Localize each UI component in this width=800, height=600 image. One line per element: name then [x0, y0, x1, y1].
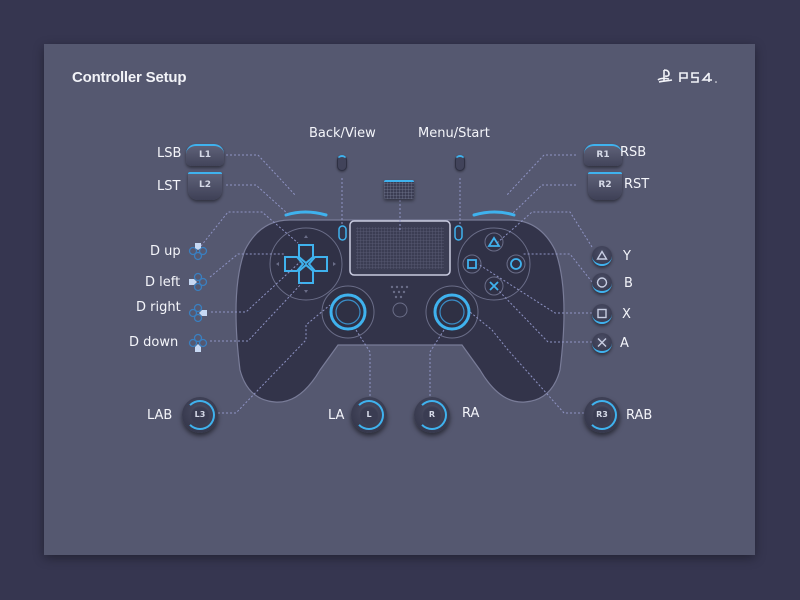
dpad-up-icon[interactable]	[187, 240, 209, 262]
a-button[interactable]	[592, 333, 612, 353]
r3-key-label: R3	[592, 405, 612, 425]
rab-label: RAB	[626, 408, 653, 423]
l-key-label: L	[359, 405, 379, 425]
ps-button-icon	[392, 302, 408, 318]
stick-ring-icon	[354, 400, 384, 430]
stick-ring-icon	[587, 400, 617, 430]
back-view-button[interactable]	[337, 155, 347, 171]
rst-label: RST	[624, 177, 650, 192]
square-icon	[597, 308, 607, 319]
r-stick-button[interactable]: R	[414, 397, 450, 433]
guide-lines	[200, 154, 593, 414]
dpad-up-label: D up	[150, 244, 181, 259]
triangle-icon	[596, 250, 608, 260]
x-label: X	[622, 307, 631, 322]
l1-bumper-button[interactable]: L1	[186, 144, 224, 166]
y-button[interactable]	[592, 246, 612, 266]
b-button[interactable]	[592, 273, 612, 293]
circle-icon	[596, 277, 608, 288]
dpad-left-icon[interactable]	[187, 271, 209, 293]
ps4-logo-icon	[657, 69, 717, 83]
r-key-label: R	[422, 405, 442, 425]
face-buttons-on-controller	[462, 232, 526, 296]
touchpad-button[interactable]	[384, 180, 414, 199]
rsb-label: RSB	[620, 145, 647, 160]
r1-bumper-button[interactable]: R1	[584, 144, 622, 166]
r2-trigger-button[interactable]: R2	[588, 172, 622, 200]
cross-icon	[597, 338, 607, 347]
la-label: LA	[328, 408, 345, 423]
back-view-label: Back/View	[309, 126, 376, 141]
dpad-left-label: D left	[145, 275, 181, 290]
ra-label: RA	[462, 406, 480, 421]
lst-label: LST	[157, 179, 181, 194]
lsb-label: LSB	[157, 146, 182, 161]
stick-ring-icon	[185, 400, 215, 430]
page-title: Controller Setup	[72, 69, 187, 86]
a-label: A	[620, 336, 629, 351]
menu-start-button[interactable]	[455, 155, 465, 171]
b-label: B	[624, 276, 633, 291]
dpad-on-controller	[284, 244, 328, 284]
l-stick-button[interactable]: L	[351, 397, 387, 433]
x-button[interactable]	[592, 304, 612, 324]
dpad-right-label: D right	[136, 300, 181, 315]
dpad-down-icon[interactable]	[187, 332, 209, 354]
lab-label: LAB	[147, 408, 173, 423]
l3-key-label: L3	[190, 405, 210, 425]
l2-trigger-button[interactable]: L2	[188, 172, 222, 200]
y-label: Y	[623, 249, 631, 264]
menu-start-label: Menu/Start	[418, 126, 490, 141]
dpad-right-icon[interactable]	[187, 302, 209, 324]
dpad-down-label: D down	[129, 335, 179, 350]
stick-ring-icon	[417, 400, 447, 430]
sticks-on-controller	[329, 293, 471, 331]
l3-stick-button[interactable]: L3	[182, 397, 218, 433]
r3-stick-button[interactable]: R3	[584, 397, 620, 433]
